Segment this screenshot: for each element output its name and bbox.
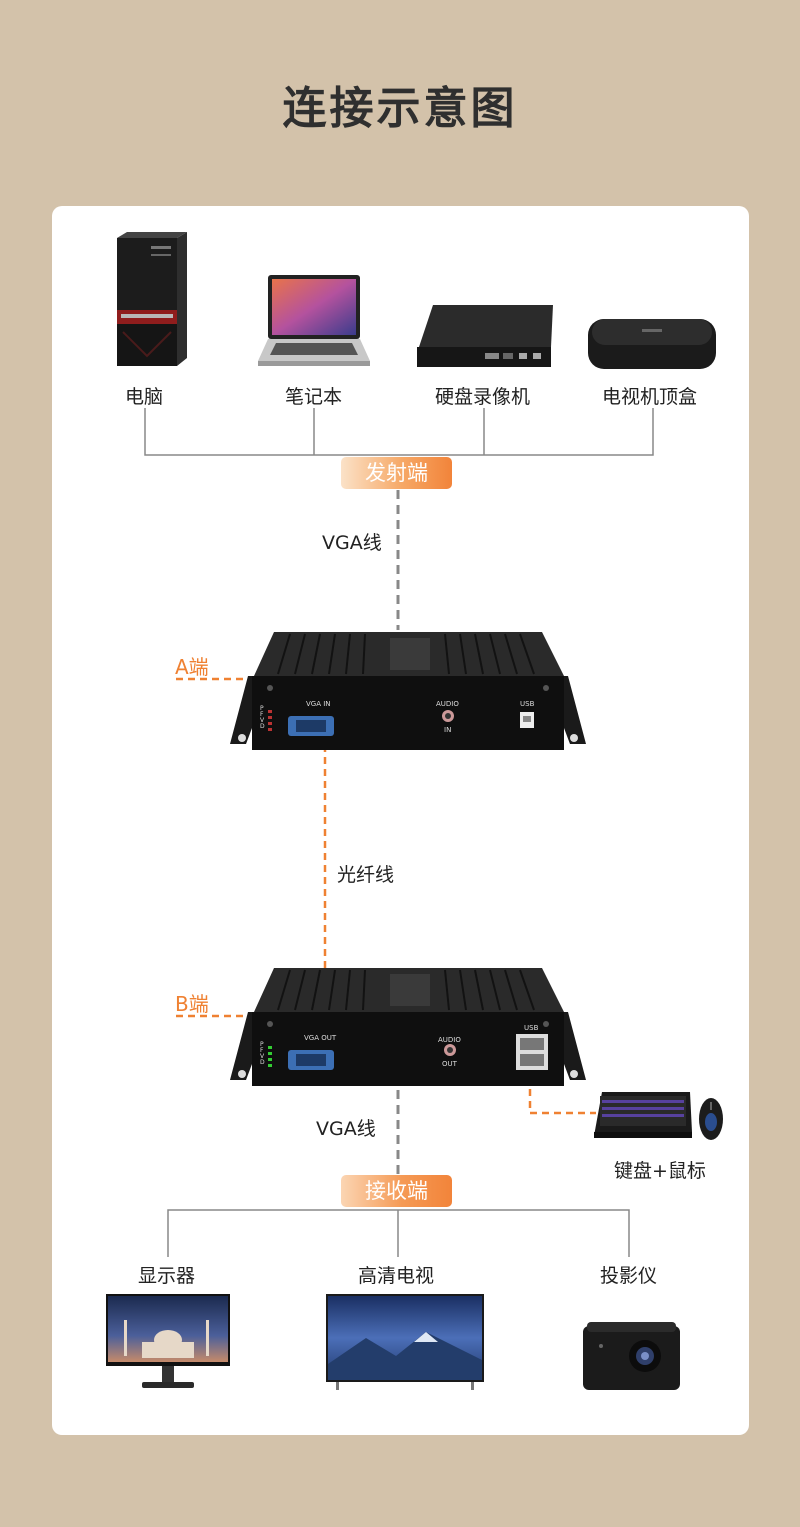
- mouse-icon: [698, 1096, 724, 1142]
- device-label-projector: 投影仪: [600, 1265, 658, 1287]
- transceiver-a: VGA IN AUDIO IN USB PFVD: [230, 632, 586, 750]
- device-label-monitor: 显示器: [138, 1265, 196, 1287]
- device-label-stb: 电视机顶盒: [602, 386, 698, 408]
- device-label-tv: 高清电视: [358, 1265, 435, 1287]
- desktop-pc-icon: [117, 232, 187, 368]
- fiber-label: 光纤线: [337, 864, 395, 886]
- receiver-label: 接收端: [341, 1175, 452, 1207]
- cable-label-top: VGA线: [322, 532, 382, 554]
- port-label-audio-out: OUT: [442, 1060, 457, 1068]
- keyboard-icon: [594, 1092, 692, 1142]
- cable-label-bottom: VGA线: [316, 1118, 376, 1140]
- port-label-audio-b: AUDIO: [438, 1036, 461, 1044]
- port-label-vga-out: VGA OUT: [304, 1034, 337, 1042]
- device-label-pc: 电脑: [125, 386, 164, 408]
- port-label-usb-a: USB: [520, 700, 535, 708]
- port-label-usb-b: USB: [524, 1024, 539, 1032]
- transceiver-b: VGA OUT AUDIO OUT USB PFVD: [230, 968, 586, 1086]
- page-title: 连接示意图: [282, 83, 518, 134]
- port-label-audio-a: AUDIO: [436, 700, 459, 708]
- dvr-icon: [417, 305, 553, 369]
- laptop-icon: [258, 275, 370, 371]
- port-label-vga-in: VGA IN: [306, 700, 331, 708]
- end-a-label: A端: [175, 655, 209, 679]
- device-label-dvr: 硬盘录像机: [435, 386, 531, 408]
- led-labels-a: PFVD: [260, 705, 265, 730]
- monitor-icon: [106, 1294, 230, 1392]
- end-b-label: B端: [175, 992, 209, 1016]
- led-labels-b: PFVD: [260, 1041, 265, 1066]
- projector-icon: [583, 1322, 680, 1392]
- tv-icon: [326, 1294, 484, 1392]
- peripherals-label: 键盘+鼠标: [614, 1160, 706, 1182]
- port-label-audio-in: IN: [444, 726, 452, 734]
- set-top-box-icon: [588, 317, 716, 371]
- sender-label: 发射端: [341, 457, 452, 489]
- device-label-laptop: 笔记本: [285, 386, 343, 408]
